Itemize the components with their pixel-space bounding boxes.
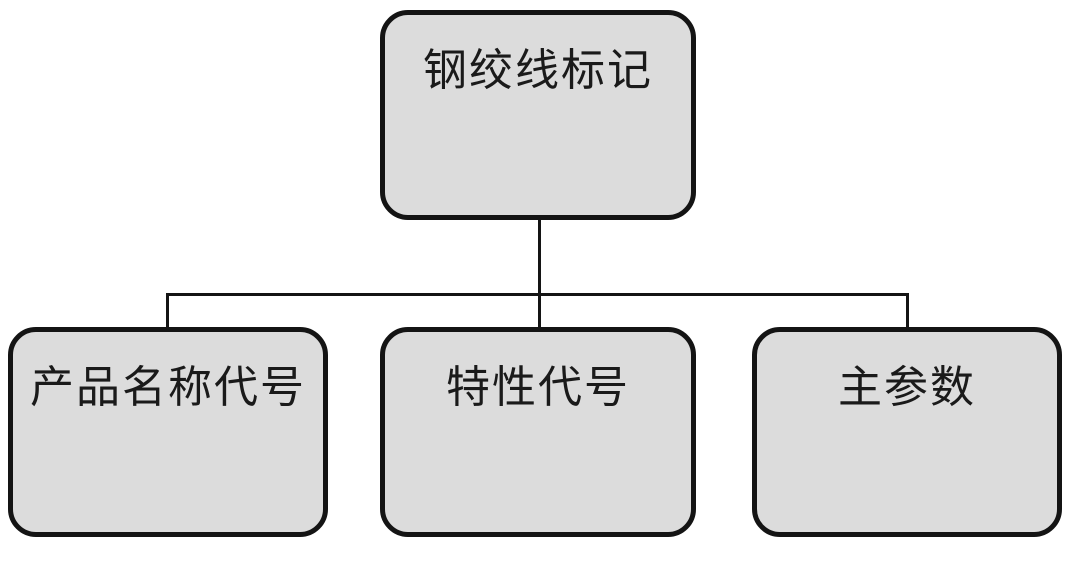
- connector-drop-right: [906, 293, 909, 329]
- node-main-parameter-label: 主参数: [838, 363, 976, 412]
- node-product-name-code-label: 产品名称代号: [30, 363, 306, 412]
- node-characteristic-code: 特性代号: [380, 327, 696, 537]
- connector-horizontal-rail: [166, 293, 909, 296]
- node-root-steel-strand-marking: 钢绞线标记: [380, 10, 696, 220]
- node-characteristic-code-label: 特性代号: [446, 363, 630, 412]
- connector-drop-left: [166, 293, 169, 329]
- node-product-name-code: 产品名称代号: [8, 327, 328, 537]
- node-root-label: 钢绞线标记: [423, 46, 653, 95]
- node-main-parameter: 主参数: [752, 327, 1062, 537]
- connector-root-stem: [538, 220, 541, 327]
